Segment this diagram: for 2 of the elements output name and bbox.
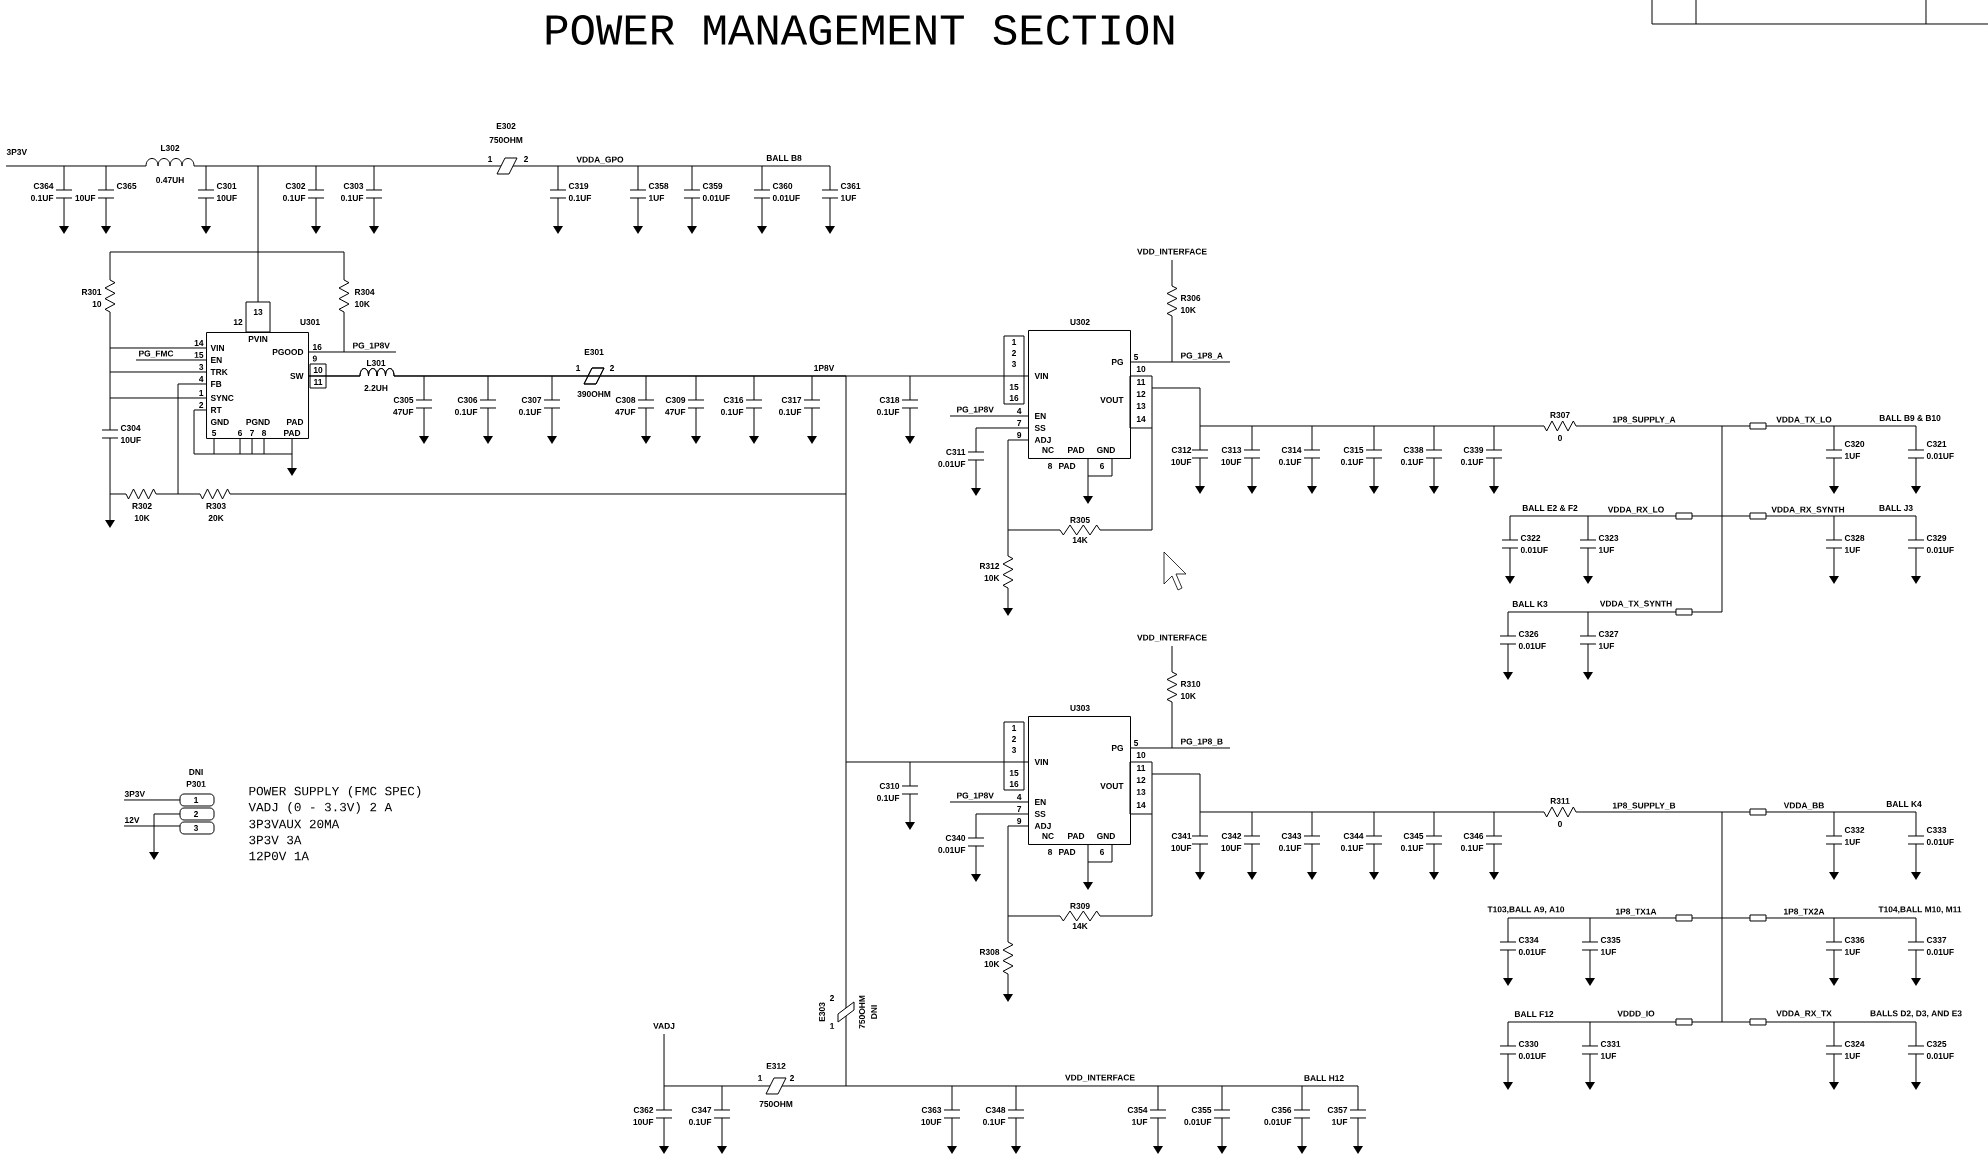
wire (308, 367, 1029, 763)
title: POWER MANAGEMENT SECTION (546, 15, 1174, 45)
